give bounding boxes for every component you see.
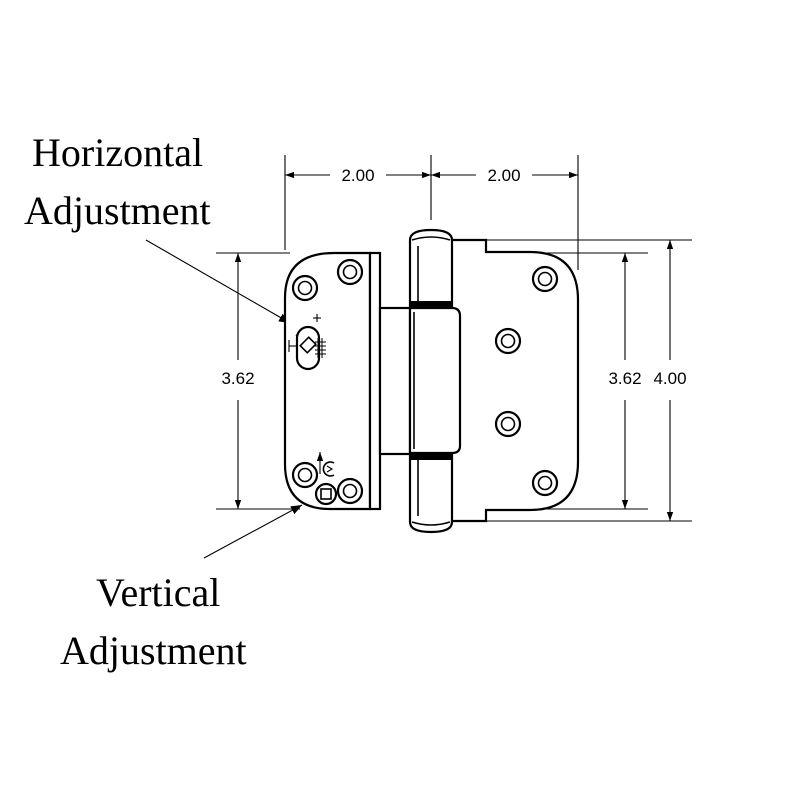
leader-vertical <box>203 504 303 559</box>
dim-left-height: 3.62 <box>221 369 254 388</box>
leader-horizontal <box>145 239 291 324</box>
left-leaf-edge <box>368 251 382 511</box>
barrel-band-top <box>410 301 452 308</box>
dim-right-outer-height: 4.00 <box>653 369 686 388</box>
horizontal-adjust-icon <box>288 314 326 371</box>
barrel-top-cap <box>411 236 451 241</box>
screw-hole <box>494 327 522 355</box>
screw-hole <box>531 265 559 293</box>
barrel-bottom-cap <box>411 521 451 526</box>
middle-knuckle <box>408 306 462 455</box>
dim-left-width: 2.00 <box>341 166 374 185</box>
screw-hole <box>531 469 559 497</box>
right-leaf <box>446 238 580 523</box>
screw-hole <box>336 477 364 505</box>
screw-hole <box>336 258 364 286</box>
screw-hole <box>494 410 522 438</box>
right-leaf-screw-holes <box>494 265 559 497</box>
callout-horizontal-line2: Adjustment <box>24 188 211 233</box>
vertical-adjust-icon <box>314 452 338 506</box>
screw-hole <box>291 461 319 489</box>
callout-vertical-line2: Adjustment <box>60 628 247 673</box>
callout-vertical-line1: Vertical <box>96 570 220 615</box>
knuckle-connector <box>378 306 416 456</box>
left-leaf <box>283 251 372 511</box>
dim-right-width: 2.00 <box>487 166 520 185</box>
dim-right-inner-height: 3.62 <box>608 369 641 388</box>
barrel-band-bottom <box>410 453 452 460</box>
callout-horizontal-line1: Horizontal <box>32 130 203 175</box>
left-leaf-screw-holes <box>291 258 364 505</box>
screw-hole <box>291 274 319 302</box>
